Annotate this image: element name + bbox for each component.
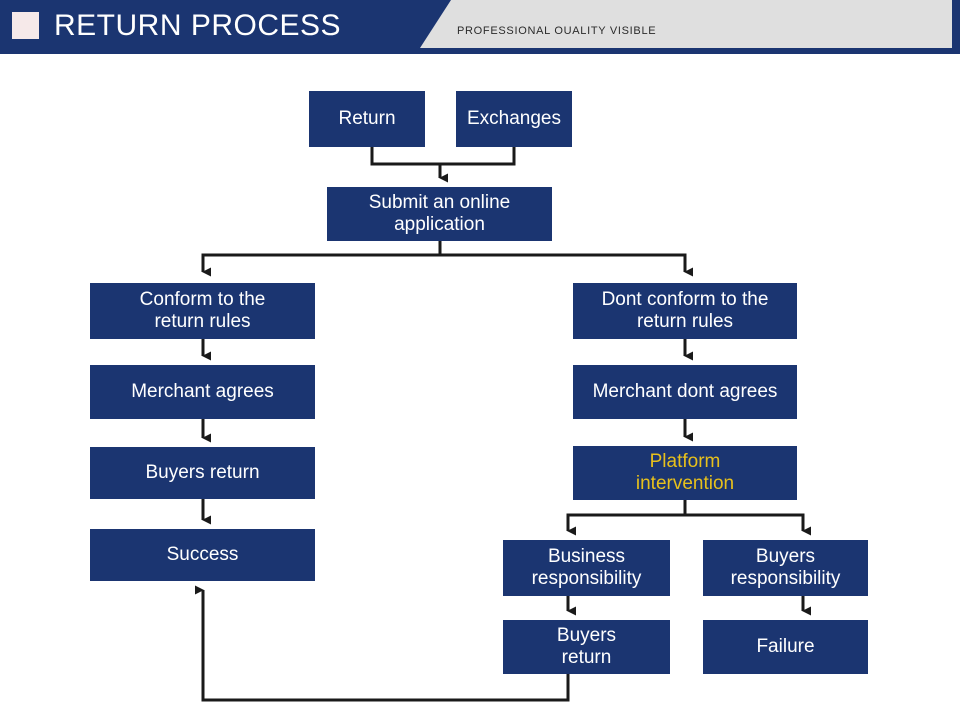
node-exchanges[interactable]: Exchanges: [456, 91, 572, 147]
header-accent-swatch: [12, 12, 39, 39]
node-merchant-agrees[interactable]: Merchant agrees: [90, 365, 315, 419]
node-buyers-return-bottom[interactable]: Buyers return: [503, 620, 670, 674]
header-gray-panel: [0, 0, 960, 54]
node-merchant-dont-agrees[interactable]: Merchant dont agrees: [573, 365, 797, 419]
node-platform-intervention[interactable]: Platform intervention: [573, 446, 797, 500]
edge-exchanges-to-submit: [440, 147, 516, 166]
node-conform-to-return-rules[interactable]: Conform to the return rules: [90, 283, 315, 339]
node-buyers-responsibility[interactable]: Buyers responsibility: [703, 540, 868, 596]
node-failure[interactable]: Failure: [703, 620, 868, 674]
node-return[interactable]: Return: [309, 91, 425, 147]
page-header: RETURN PROCESS PROFESSIONAL OUALITY VISI…: [0, 0, 960, 54]
page-title: RETURN PROCESS: [54, 9, 342, 42]
node-submit-online-application[interactable]: Submit an online application: [327, 187, 552, 241]
node-buyers-return-left[interactable]: Buyers return: [90, 447, 315, 499]
header-subtitle: PROFESSIONAL OUALITY VISIBLE: [457, 25, 657, 37]
edge-platform-split: [566, 500, 811, 536]
edge-return-to-submit: [370, 147, 440, 166]
edge-submit-split: [201, 241, 693, 277]
node-business-responsibility[interactable]: Business responsibility: [503, 540, 670, 596]
node-success[interactable]: Success: [90, 529, 315, 581]
node-dont-conform-to-return-rules[interactable]: Dont conform to the return rules: [573, 283, 797, 339]
